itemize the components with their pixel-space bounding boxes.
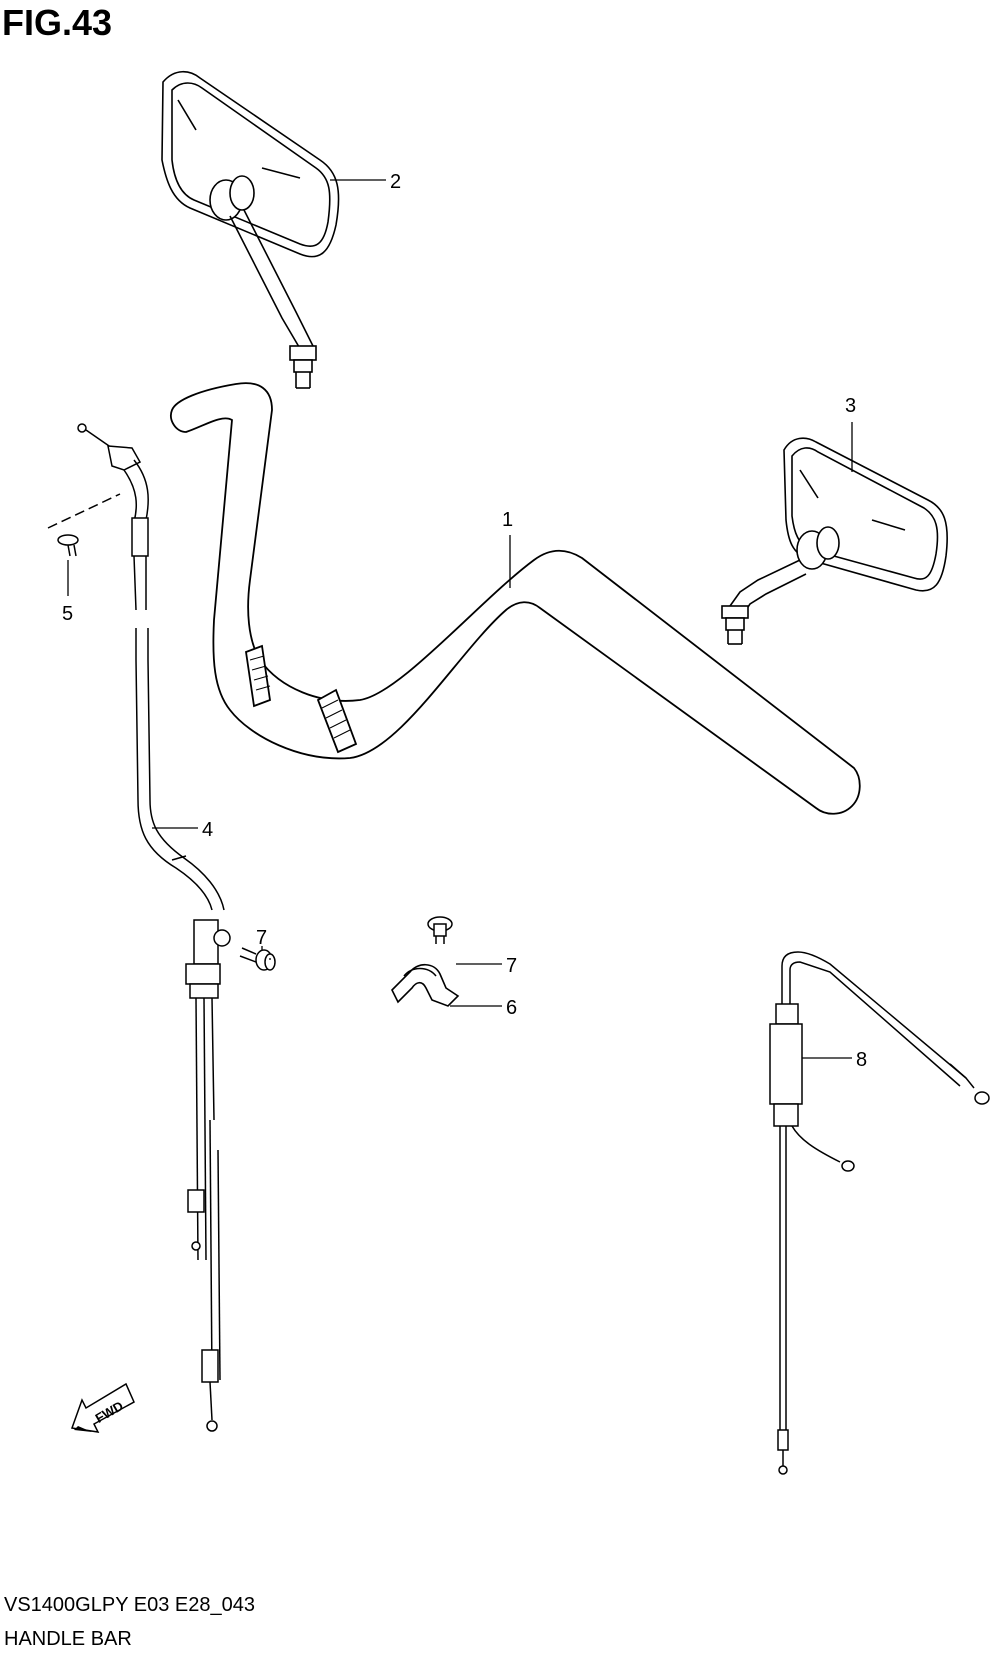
- screw: [47, 493, 121, 557]
- bolt-left: [239, 947, 276, 971]
- callout-3: 3: [845, 395, 856, 417]
- forward-arrow: FWD: [70, 1382, 135, 1433]
- figure-title: FIG.43: [2, 2, 113, 43]
- bolt-right: [427, 916, 453, 944]
- callout-1: 1: [502, 509, 513, 531]
- callout-2: 2: [390, 171, 401, 193]
- callout-7-right: 7: [506, 955, 517, 977]
- callout-5: 5: [62, 603, 73, 625]
- section-name: HANDLE BAR: [4, 1628, 132, 1650]
- model-code: VS1400GLPY E03 E28_043: [4, 1594, 255, 1616]
- callout-7-left: 7: [256, 927, 267, 949]
- handlebar: [170, 382, 861, 815]
- mirror-left: [161, 70, 340, 389]
- callout-6: 6: [506, 997, 517, 1019]
- throttle-cable: [77, 423, 231, 1432]
- mirror-right: [721, 437, 948, 645]
- callout-4: 4: [202, 819, 213, 841]
- choke-cable: [769, 951, 990, 1475]
- callout-8: 8: [856, 1049, 867, 1071]
- leader-lines: [67, 179, 853, 1059]
- clamp: [391, 963, 460, 1007]
